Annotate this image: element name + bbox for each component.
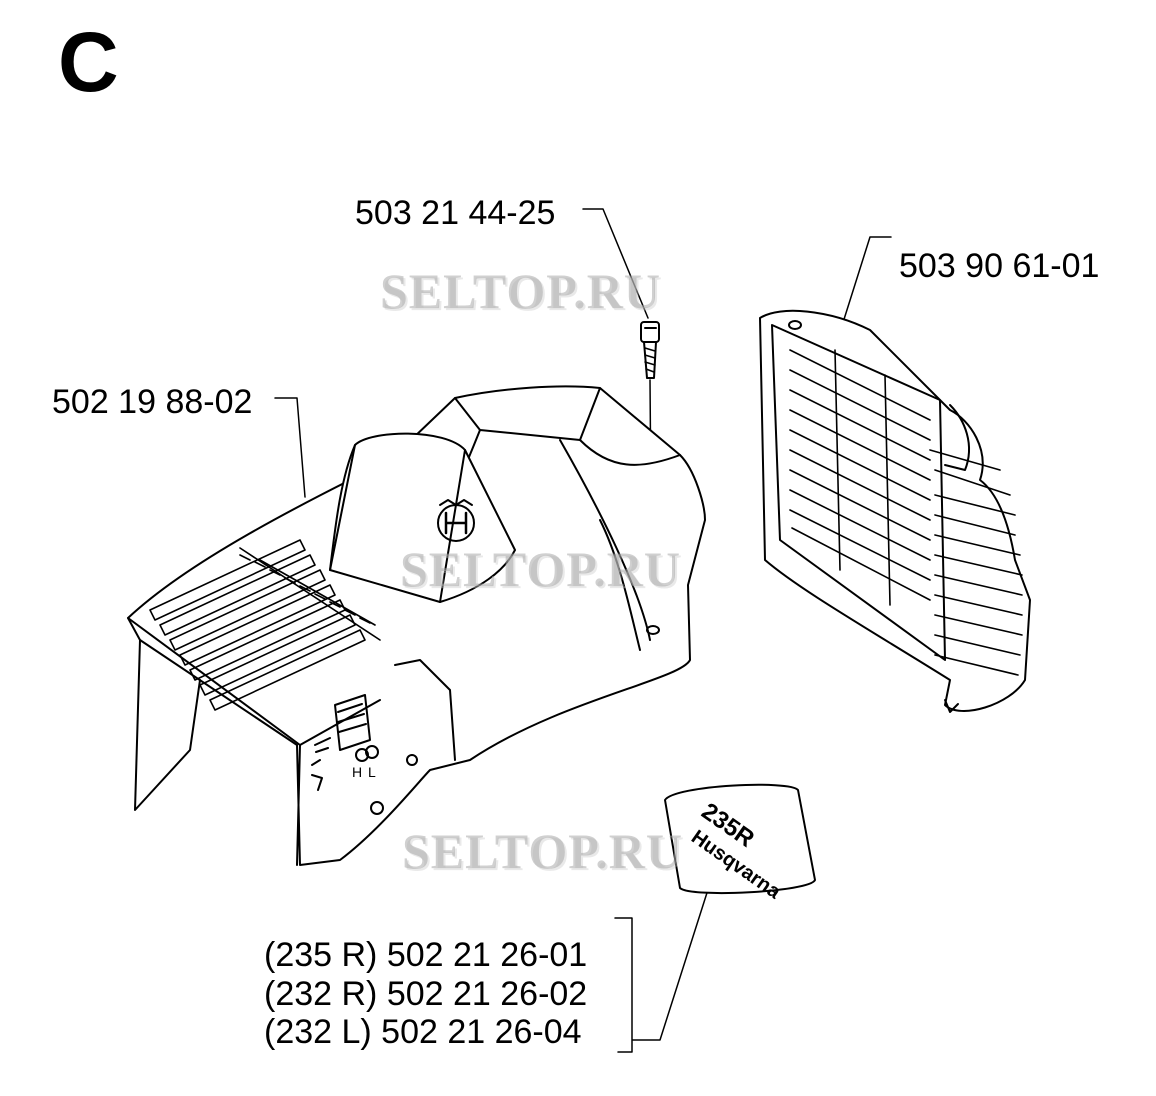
leader-line-cylinder-cover: [274, 397, 306, 498]
part-number-decal-232l: (232 L) 502 21 26-04: [264, 1013, 582, 1051]
part-number-screw: 503 21 44-25: [355, 194, 556, 232]
decal-part: [664, 783, 816, 895]
leader-line-air-filter-cover: [839, 236, 892, 333]
part-number-decal-232r: (232 R) 502 21 26-02: [264, 975, 588, 1013]
watermark-middle: SELTOP.RU: [400, 541, 681, 597]
section-letter: C: [58, 15, 119, 109]
cover-mark-h: H: [352, 764, 362, 780]
part-number-air-filter-cover: 503 90 61-01: [899, 247, 1100, 285]
cover-mark-l: L: [368, 764, 376, 780]
part-number-decal-235r: (235 R) 502 21 26-01: [264, 936, 588, 974]
leader-line-screw: [582, 208, 649, 319]
cylinder-cover-part: [127, 385, 706, 866]
watermark-top: SELTOP.RU: [380, 263, 661, 319]
leader-line-decals: [614, 851, 721, 1053]
part-number-cylinder-cover: 502 19 88-02: [52, 383, 253, 421]
watermark-bottom: SELTOP.RU: [402, 823, 683, 879]
air-filter-cover-part: [759, 309, 1031, 713]
